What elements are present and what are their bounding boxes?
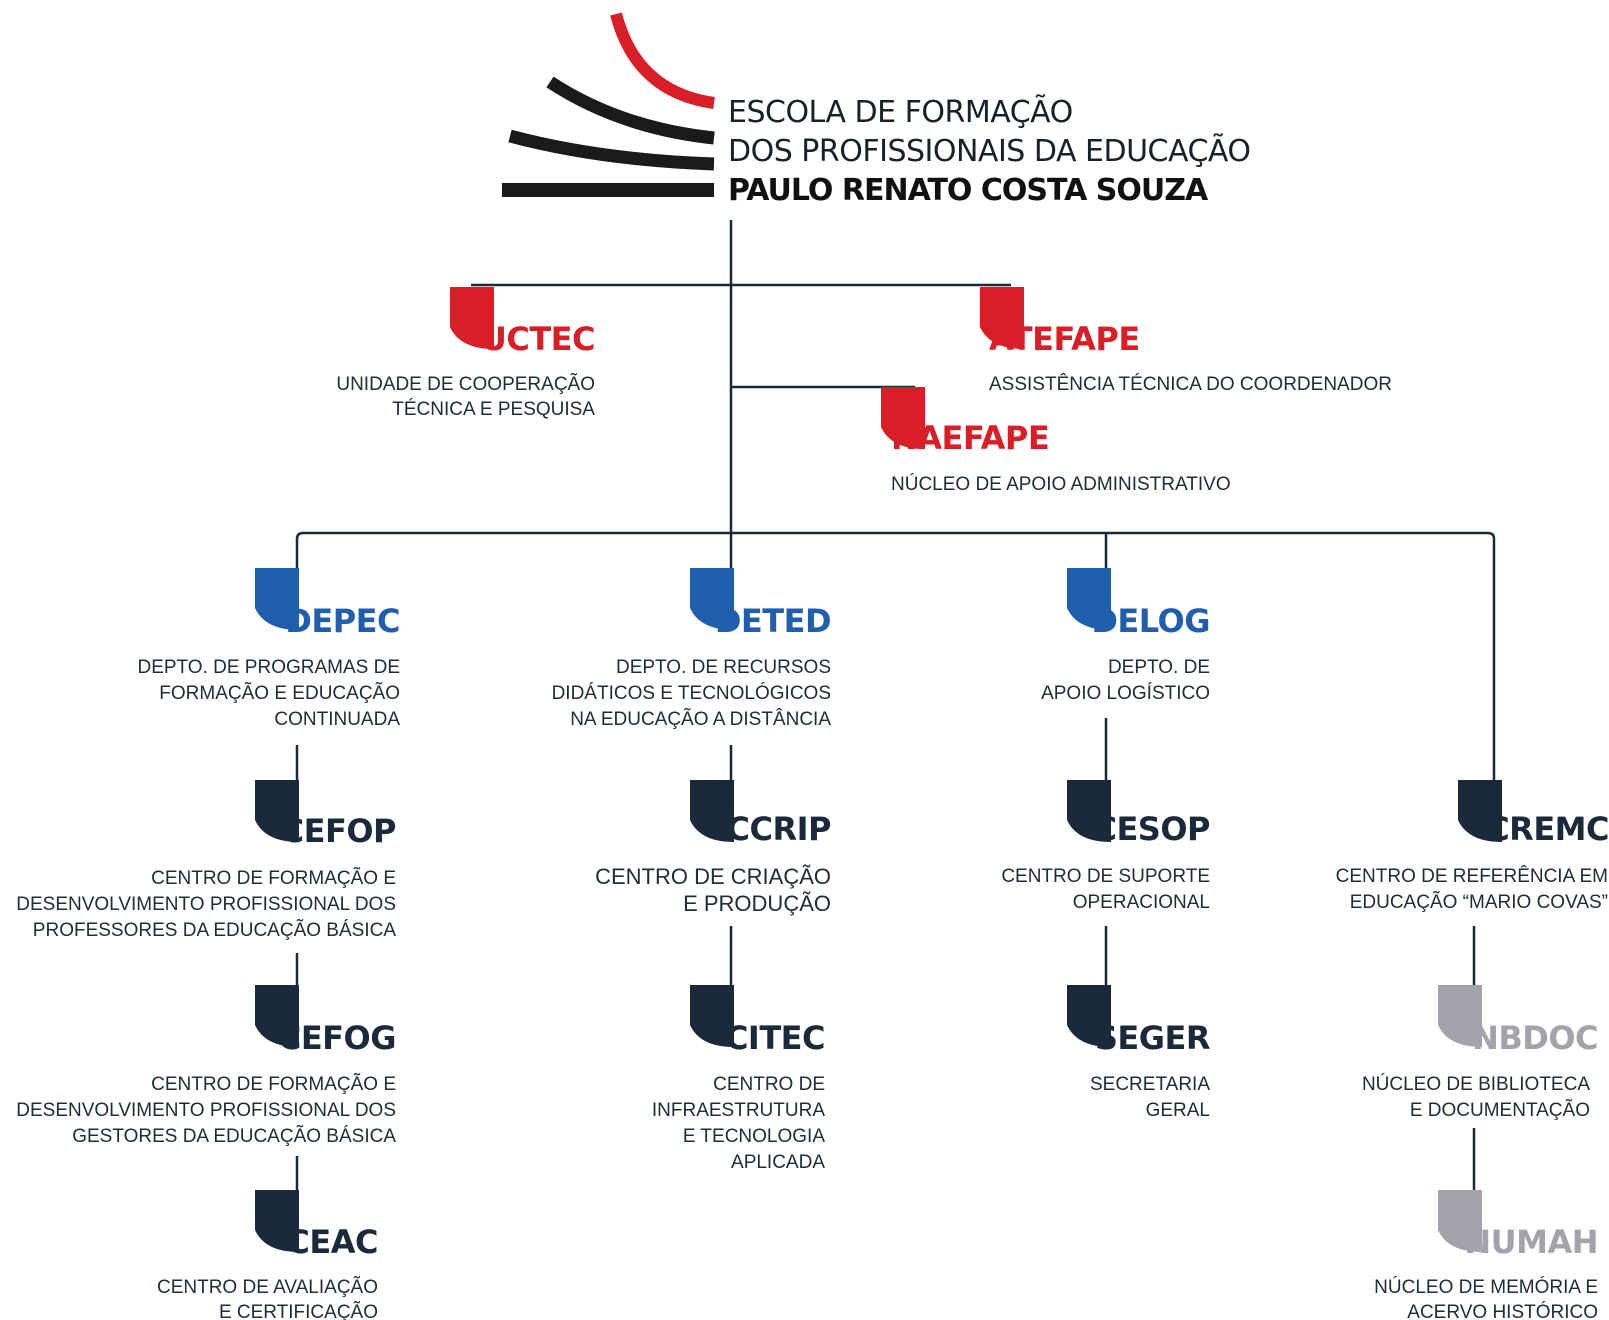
depec-tab-icon <box>255 568 299 630</box>
cesop-tab-icon <box>1067 780 1111 842</box>
node-cefog: CEFOG CENTRO DE FORMAÇÃO E DESENVOLVIMENTO… <box>16 985 397 1147</box>
deted-desc-line: NA EDUCAÇÃO A DISTÂNCIA <box>570 708 831 730</box>
delog-desc-line: DEPTO. DE <box>1108 657 1210 678</box>
node-cefop: CEFOP CENTRO DE FORMAÇÃO E DESENVOLVIMENTO… <box>16 780 397 941</box>
depec-abbr: DEPEC <box>285 602 400 640</box>
citec-desc-line: E TECNOLOGIA <box>683 1126 826 1147</box>
atefape-tab-icon <box>980 287 1024 349</box>
depec-desc-line: CONTINUADA <box>274 709 400 730</box>
logo-arc-2 <box>508 129 715 171</box>
ceac-tab-icon <box>255 1190 299 1252</box>
uctec-abbr: UCTEC <box>481 320 595 358</box>
cesop-desc-line: CENTRO DE SUPORTE <box>1001 866 1210 887</box>
citec-desc-line: INFRAESTRUTURA <box>652 1100 825 1121</box>
cefop-tab-icon <box>255 780 299 842</box>
seger-abbr: SEGER <box>1095 1019 1210 1057</box>
ceac-desc-line: CENTRO DE AVALIAÇÃO <box>157 1276 378 1298</box>
departments-branch-line <box>295 531 1496 790</box>
nbdoc-abbr: NBDOC <box>1472 1019 1598 1057</box>
deted-tab-icon <box>690 568 734 630</box>
nodes: UCTEC UNIDADE DE COOPERAÇÃO TÉCNICA E PESQ… <box>16 287 1609 1320</box>
cefog-abbr: CEFOG <box>278 1019 396 1057</box>
logo: ESCOLA DE FORMAÇÃO DOS PROFISSIONAIS DA … <box>502 12 1251 208</box>
cremc-desc-line: EDUCAÇÃO “MARIO COVAS” <box>1350 891 1608 913</box>
numah-tab-icon <box>1438 1190 1482 1252</box>
uctec-desc-line: TÉCNICA E PESQUISA <box>392 399 595 420</box>
node-cremc: CREMC CENTRO DE REFERÊNCIA EM EDUCAÇÃO “MA… <box>1336 780 1609 913</box>
logo-arc-red <box>610 12 715 109</box>
node-deted: DETED DEPTO. DE RECURSOS DIDÁTICOS E TECNO… <box>552 568 832 730</box>
cesop-desc-line: OPERACIONAL <box>1073 892 1210 913</box>
naefape-desc-line: NÚCLEO DE APOIO ADMINISTRATIVO <box>891 473 1231 495</box>
logo-arc-1 <box>546 76 715 145</box>
node-depec: DEPEC DEPTO. DE PROGRAMAS DE FORMAÇÃO E ED… <box>137 568 401 730</box>
cremc-abbr: CREMC <box>1486 810 1609 848</box>
cefop-abbr: CEFOP <box>281 812 396 850</box>
node-citec: CITEC CENTRO DE INFRAESTRUTURA E TECNOLOGIA… <box>652 985 826 1173</box>
numah-desc-line: NÚCLEO DE MEMÓRIA E <box>1374 1276 1598 1298</box>
cefog-tab-icon <box>255 985 299 1047</box>
nbdoc-desc-line: NÚCLEO DE BIBLIOTECA <box>1362 1073 1590 1095</box>
node-ceac: CEAC CENTRO DE AVALIAÇÃO E CERTIFICAÇÃO <box>157 1190 379 1320</box>
node-numah: NUMAH NÚCLEO DE MEMÓRIA E ACERVO HISTÓRICO <box>1374 1190 1599 1320</box>
naefape-abbr: NAEFAPE <box>891 419 1049 457</box>
citec-tab-icon <box>690 985 734 1047</box>
cefop-desc-line: CENTRO DE FORMAÇÃO E <box>151 867 396 889</box>
numah-abbr: NUMAH <box>1464 1223 1598 1261</box>
cefop-desc-line: PROFESSORES DA EDUCAÇÃO BÁSICA <box>33 919 397 941</box>
cremc-tab-icon <box>1458 780 1502 842</box>
deted-abbr: DETED <box>715 602 831 640</box>
logo-line-2: DOS PROFISSIONAIS DA EDUCAÇÃO <box>728 133 1251 169</box>
node-uctec: UCTEC UNIDADE DE COOPERAÇÃO TÉCNICA E PESQ… <box>336 287 596 420</box>
deted-desc-line: DEPTO. DE RECURSOS <box>616 657 831 678</box>
atefape-abbr: ATEFAPE <box>989 320 1140 358</box>
nbdoc-tab-icon <box>1438 985 1482 1047</box>
cefog-desc-line: GESTORES DA EDUCAÇÃO BÁSICA <box>72 1125 396 1147</box>
deted-desc-line: DIDÁTICOS E TECNOLÓGICOS <box>552 682 831 704</box>
nbdoc-desc-line: E DOCUMENTAÇÃO <box>1410 1099 1590 1121</box>
logo-mark <box>502 12 715 197</box>
depec-desc-line: DEPTO. DE PROGRAMAS DE <box>137 657 400 678</box>
logo-line-1: ESCOLA DE FORMAÇÃO <box>728 94 1073 130</box>
seger-desc-line: GERAL <box>1146 1100 1210 1121</box>
citec-desc-line: CENTRO DE <box>713 1074 825 1095</box>
naefape-tab-icon <box>881 387 925 449</box>
node-naefape: NAEFAPE NÚCLEO DE APOIO ADMINISTRATIVO <box>881 387 1231 495</box>
cefop-desc-line: DESENVOLVIMENTO PROFISSIONAL DOS <box>16 894 396 915</box>
citec-abbr: CITEC <box>725 1019 825 1057</box>
seger-tab-icon <box>1067 985 1111 1047</box>
ceac-desc-line: E CERTIFICAÇÃO <box>219 1301 378 1320</box>
connector-lines <box>295 220 1496 1195</box>
node-atefape: ATEFAPE ASSISTÊNCIA TÉCNICA DO COORDENADO… <box>980 287 1392 395</box>
cefog-desc-line: CENTRO DE FORMAÇÃO E <box>151 1073 396 1095</box>
node-cesop: CESOP CENTRO DE SUPORTE OPERACIONAL <box>1001 780 1211 913</box>
cefog-desc-line: DESENVOLVIMENTO PROFISSIONAL DOS <box>16 1100 396 1121</box>
node-seger: SEGER SECRETARIA GERAL <box>1067 985 1211 1121</box>
uctec-desc-line: UNIDADE DE COOPERAÇÃO <box>336 373 595 395</box>
logo-line-3: PAULO RENATO COSTA SOUZA <box>728 173 1209 208</box>
logo-bar <box>502 183 714 197</box>
delog-abbr: DELOG <box>1091 602 1210 640</box>
delog-tab-icon <box>1067 568 1111 630</box>
cesop-abbr: CESOP <box>1093 810 1210 848</box>
ccrip-abbr: CCRIP <box>727 810 832 848</box>
node-nbdoc: NBDOC NÚCLEO DE BIBLIOTECA E DOCUMENTAÇÃO <box>1362 985 1599 1121</box>
cremc-desc-line: CENTRO DE REFERÊNCIA EM <box>1336 865 1608 887</box>
node-delog: DELOG DEPTO. DE APOIO LOGÍSTICO <box>1041 568 1211 704</box>
ccrip-desc-line: CENTRO DE CRIAÇÃO <box>595 864 831 889</box>
numah-desc-line: ACERVO HISTÓRICO <box>1407 1301 1598 1320</box>
citec-desc-line: APLICADA <box>731 1152 825 1173</box>
ceac-abbr: CEAC <box>286 1223 378 1261</box>
ccrip-tab-icon <box>690 780 734 842</box>
uctec-tab-icon <box>450 287 494 349</box>
atefape-desc-line: ASSISTÊNCIA TÉCNICA DO COORDENADOR <box>989 373 1392 395</box>
seger-desc-line: SECRETARIA <box>1090 1074 1210 1095</box>
delog-desc-line: APOIO LOGÍSTICO <box>1041 683 1210 704</box>
depec-desc-line: FORMAÇÃO E EDUCAÇÃO <box>159 682 400 704</box>
ccrip-desc-line: E PRODUÇÃO <box>683 891 831 916</box>
